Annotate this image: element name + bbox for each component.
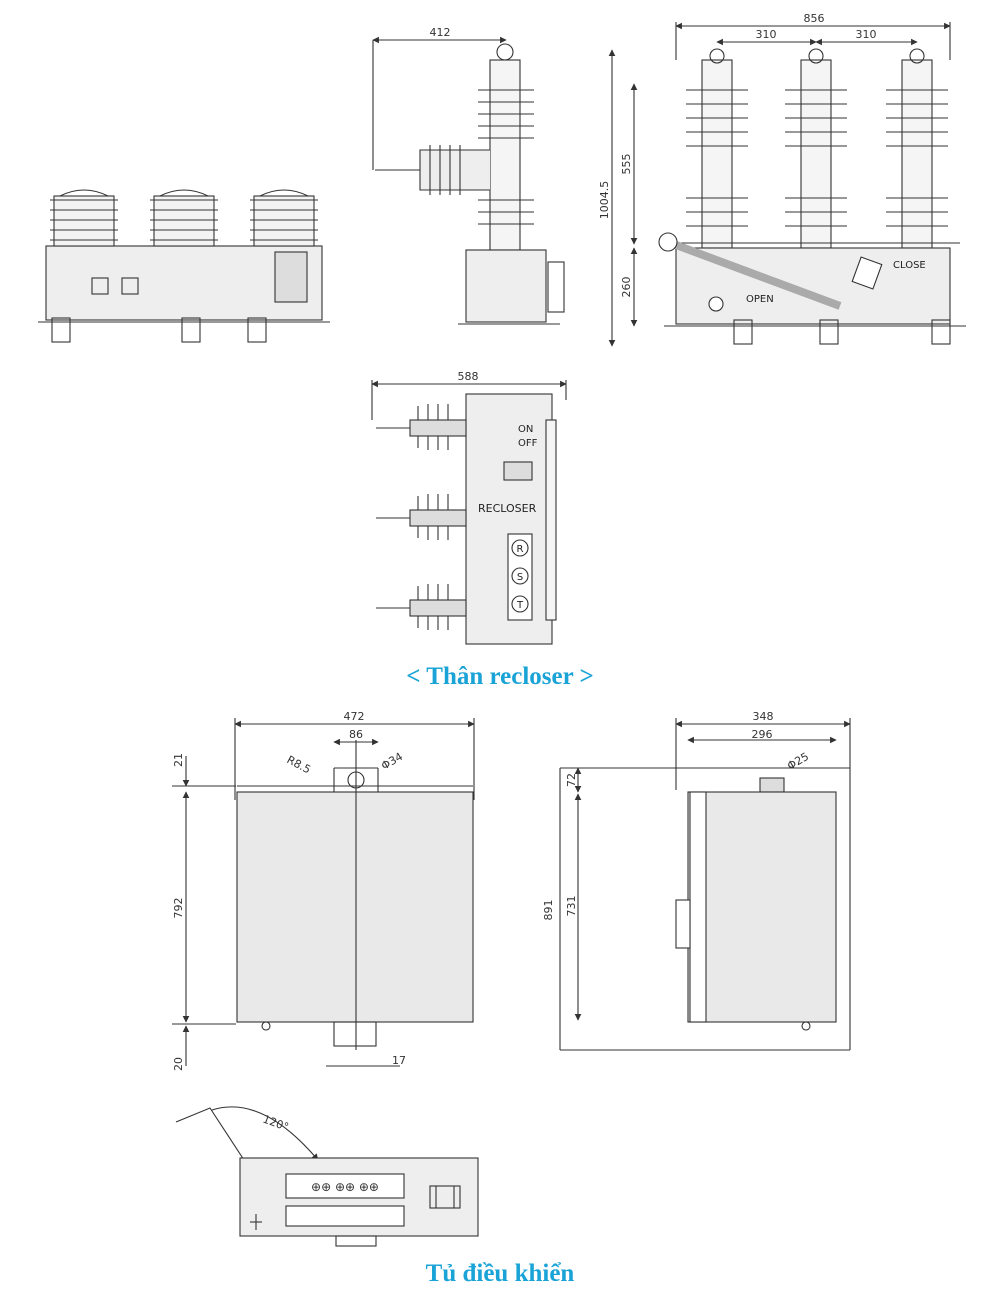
cab-dim-bottom: 20 (172, 1057, 185, 1071)
cab-dim-foot: 17 (392, 1054, 406, 1067)
front-dim-pitch-left: 310 (756, 28, 777, 41)
cab-side-dim-inner-height: 731 (565, 896, 578, 917)
cab-side-dim-height: 891 (542, 900, 555, 921)
phase-label-s: S (517, 572, 523, 583)
front-dim-insulator-height: 555 (620, 154, 633, 175)
nameplate-icon (274, 251, 308, 303)
top-label-nameplate: RECLOSER (478, 502, 537, 515)
cab-dim-width: 472 (344, 710, 365, 723)
front-dim-tank-height: 260 (620, 277, 633, 298)
cab-side-dim-hole: Φ25 (785, 750, 811, 773)
top-label-on: ON (518, 424, 533, 435)
front-insulator-1 (686, 48, 748, 249)
rear-insulator-2 (150, 189, 218, 247)
side-dim-depth: 412 (430, 26, 451, 39)
front-insulator-2 (785, 48, 847, 249)
caption-control-cabinet: Tủ điều khiển (425, 1260, 575, 1287)
front-label-close: CLOSE (893, 260, 926, 271)
caption-recloser-body: < Thân recloser > (406, 663, 594, 690)
cab-side-dim-depth: 348 (753, 710, 774, 723)
cab-dim-hole: Φ34 (379, 750, 405, 773)
svg-text:⊕⊕ ⊕⊕ ⊕⊕: ⊕⊕ ⊕⊕ ⊕⊕ (311, 1180, 379, 1194)
cabinet-side-view: 348 296 Φ25 72 731 891 (542, 710, 851, 1051)
cab-dim-radius: R8.5 (285, 753, 313, 776)
rear-insulator-1 (50, 189, 118, 247)
cab-dim-height: 792 (172, 898, 185, 919)
recloser-side-view: 412 (372, 26, 565, 325)
front-dim-pitch-right: 310 (856, 28, 877, 41)
recloser-top-view: 588 ON OFF RECLOSER R S T (371, 370, 567, 645)
phase-label-r: R (517, 544, 524, 555)
top-bushing-2 (376, 494, 467, 540)
front-dim-total-height: 1004.5 (598, 181, 611, 220)
top-label-off: OFF (518, 438, 538, 449)
front-insulator-3 (886, 48, 948, 249)
recloser-front-view: 856 310 310 1004.5 555 260 (598, 12, 966, 347)
top-dim-width: 588 (458, 370, 479, 383)
front-label-open: OPEN (746, 294, 774, 305)
phase-label-t: T (516, 600, 524, 611)
cab-side-dim-top: 72 (565, 773, 578, 787)
cab-open-dim-angle: 120° (261, 1113, 290, 1134)
cab-dim-bracket: 86 (349, 728, 363, 741)
cabinet-open-view: 120° ⊕⊕ ⊕⊕ ⊕⊕ (175, 1106, 479, 1247)
cab-side-dim-inner-depth: 296 (752, 728, 773, 741)
front-dim-width: 856 (804, 12, 825, 25)
top-bushing-3 (376, 584, 467, 630)
cabinet-front-view: 472 86 R8.5 Φ34 21 792 20 17 (172, 710, 475, 1071)
top-bushing-1 (376, 404, 467, 450)
recloser-rear-view (38, 189, 330, 343)
rear-insulator-3 (250, 189, 318, 247)
cab-dim-top: 21 (172, 753, 185, 767)
